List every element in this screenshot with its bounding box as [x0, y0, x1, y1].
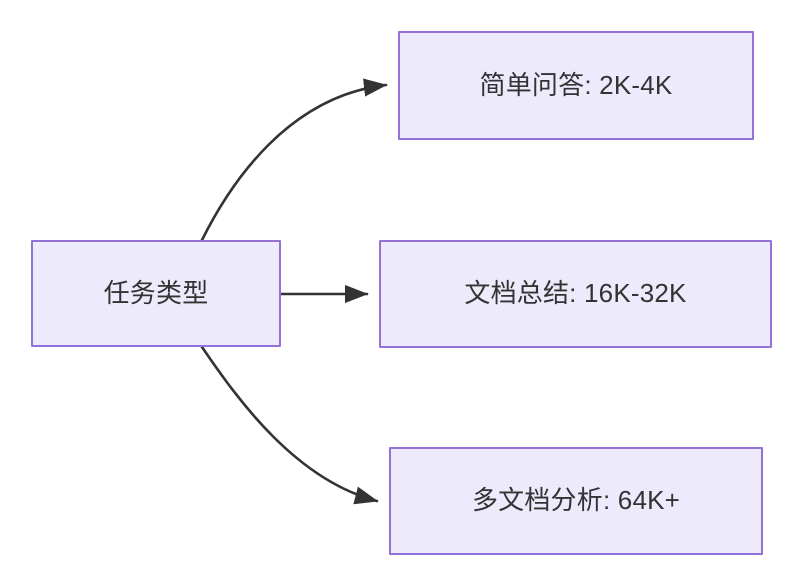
node-multi-doc-label: 多文档分析: 64K+ [471, 485, 681, 516]
node-task-type[interactable]: 任务类型 [31, 240, 281, 347]
node-doc-summary[interactable]: 文档总结: 16K-32K [379, 240, 772, 348]
edge-source-to-multi-doc [200, 345, 379, 505]
node-doc-summary-label: 文档总结: 16K-32K [464, 278, 687, 309]
node-multi-doc[interactable]: 多文档分析: 64K+ [389, 447, 763, 555]
node-task-type-label: 任务类型 [103, 277, 209, 308]
node-simple-qa-label: 简单问答: 2K-4K [479, 69, 673, 100]
edge-source-to-simple-qa [200, 78, 388, 242]
node-simple-qa[interactable]: 简单问答: 2K-4K [398, 31, 754, 140]
